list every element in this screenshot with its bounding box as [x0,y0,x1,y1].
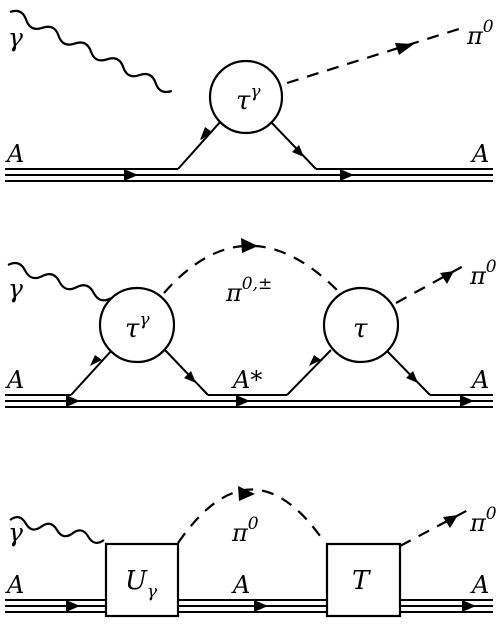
outgoing-pion-arrow [395,43,414,55]
nucleon-line-in [177,120,222,170]
nucleus-out-label: A [470,140,489,168]
nucleon-line-2-in [286,349,332,396]
nucleus-arrow-left [124,169,138,181]
pion-loop-arrow [238,486,255,501]
box-1-label: Uγ [125,566,158,602]
nucleus-in-label: A [5,366,24,394]
pion-loop-line [177,488,326,544]
vertex-tau-gamma [208,59,284,135]
nucleus-in-label: A [5,140,24,168]
nucleus-in-label: A [5,571,24,599]
diagram-3: γ π0 π0 Uγ T A A A [5,486,497,618]
vertex-label: τγ [236,82,261,116]
box-t [325,542,402,618]
outgoing-pion-arrow [440,271,454,284]
nucleon-arrow-in [200,127,212,140]
box-2-label: T [352,566,371,596]
diagram-1: γ π0 τγ A A [5,9,494,182]
box-u-gamma [104,542,180,618]
nucleon-arrow-2-out [406,371,418,383]
pion-label: π0 [466,17,494,50]
nucleon-arrow-2-in [309,355,321,366]
nucleus-arrow-3 [462,600,476,612]
nucleus-arrow-2 [254,600,268,612]
nucleon-line-1-in [70,349,113,396]
nucleus-arrow-3 [460,395,474,407]
nucleus-mid-label: A [231,571,250,599]
outgoing-pion-arrow [443,515,458,528]
pion-label: π0 [469,504,497,537]
pion-loop-line [163,244,338,294]
nucleus-mid-label: A* [231,366,262,394]
pion-loop-label: π0 [231,514,259,547]
nucleus-arrow-2 [236,395,250,407]
nucleon-arrow-out [292,145,304,157]
outgoing-pion-line [286,26,463,85]
photon-line [9,9,173,94]
photon-label: γ [8,23,23,52]
photon-line [7,261,112,302]
nucleon-arrow-1-in [90,355,102,366]
nucleus-arrow-right [340,169,354,181]
pion-loop-arrow [241,238,258,253]
nucleus-out-label: A [470,571,489,599]
outgoing-pion-line [395,263,468,304]
pion-loop-label: π0,± [225,274,272,307]
nucleon-line-2-out [385,349,431,396]
nucleon-line-1-out [164,349,209,396]
outgoing-pion-line [399,508,471,547]
photon-label: γ [8,518,23,547]
vertex-tau-gamma [98,286,176,364]
photon-label: γ [8,274,23,303]
vertex-tau [322,286,400,364]
diagram-2: γ π0,± π0 τγ τ A A* A [5,238,497,408]
nucleus-out-label: A [470,366,489,394]
nucleus-arrow-1 [66,395,80,407]
nucleon-arrow-1-out [184,371,196,383]
vertex-2-label: τ [353,314,368,344]
photon-line [9,516,105,544]
nucleus-arrow-1 [66,600,80,612]
vertex-1-label: τγ [125,310,150,344]
nucleon-line-out [269,120,317,170]
pion-label: π0 [469,257,497,290]
